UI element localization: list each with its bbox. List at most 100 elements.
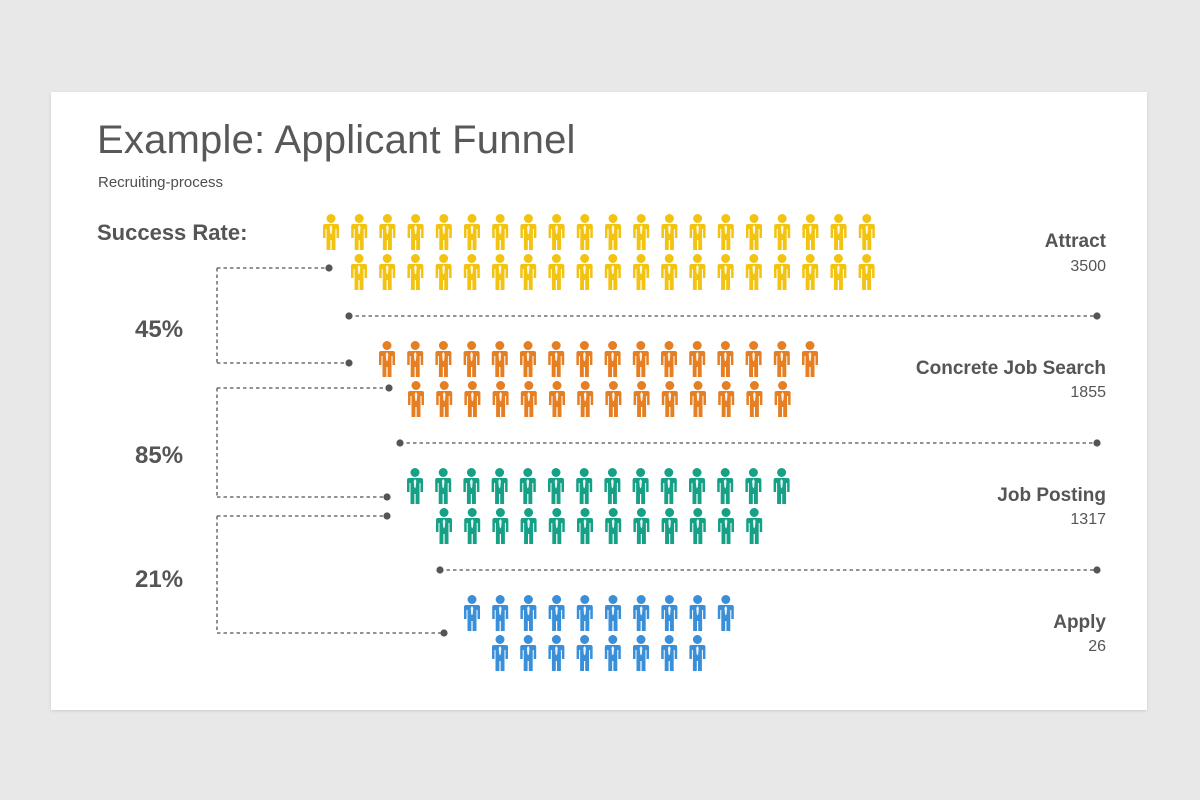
- person-icon-concrete-job-search-row2-3: [464, 381, 481, 417]
- person-icon-attract-row2-2: [379, 254, 396, 290]
- person-icon-job-posting-row2-4: [520, 508, 537, 544]
- connectors: [216, 264, 1101, 637]
- person-icon-attract-row1-4: [407, 214, 424, 250]
- person-icon-attract-row2-6: [492, 254, 508, 290]
- person-icon-job-posting-row1-14: [773, 468, 790, 504]
- stage-count-attract: 3500: [1070, 258, 1106, 275]
- person-icon-apply-row1-9: [689, 595, 706, 631]
- person-icon-concrete-job-search-row1-16: [802, 341, 818, 377]
- person-icon-attract-row1-16: [746, 214, 762, 250]
- bracket-bottom-dot-2: [383, 493, 391, 501]
- bracket-top-dot-2: [385, 384, 393, 392]
- person-icon-job-posting-row2-12: [746, 508, 763, 544]
- separator-end-dot-3: [1093, 566, 1101, 574]
- person-icon-apply-row2-5: [604, 635, 621, 671]
- person-icon-concrete-job-search-row2-12: [718, 381, 735, 417]
- separator-start-dot-1: [345, 312, 353, 320]
- slide: Example: Applicant Funnel Recruiting-pro…: [51, 92, 1147, 710]
- person-icon-job-posting-row2-6: [577, 508, 593, 544]
- person-icon-job-posting-row1-9: [632, 468, 649, 504]
- person-icon-attract-row2-10: [604, 254, 621, 290]
- person-icon-job-posting-row2-11: [718, 508, 734, 544]
- person-icon-job-posting-row1-4: [491, 468, 508, 504]
- person-icon-concrete-job-search-row2-4: [492, 381, 509, 417]
- separator-start-dot-3: [436, 566, 444, 574]
- person-icon-job-posting-row2-5: [548, 508, 565, 544]
- person-icon-apply-row1-10: [717, 595, 734, 631]
- person-icon-attract-row2-18: [830, 254, 847, 290]
- person-icon-concrete-job-search-row1-6: [520, 341, 536, 377]
- person-icon-concrete-job-search-row1-15: [773, 341, 790, 377]
- person-icon-job-posting-row1-10: [660, 468, 677, 504]
- subtitle: Recruiting-process: [98, 174, 224, 191]
- person-icon-concrete-job-search-row2-6: [549, 381, 565, 417]
- person-icon-concrete-job-search-row1-12: [689, 341, 706, 377]
- person-icon-attract-row1-13: [661, 214, 678, 250]
- person-icon-apply-row1-5: [576, 595, 593, 631]
- person-icon-job-posting-row1-3: [463, 468, 480, 504]
- person-icon-attract-row2-9: [576, 254, 593, 290]
- person-icon-attract-row1-17: [774, 214, 791, 250]
- person-icon-job-posting-row2-3: [492, 508, 509, 544]
- stage-count-job-posting: 1317: [1070, 511, 1106, 528]
- stage-count-apply: 26: [1088, 638, 1106, 655]
- person-icon-attract-row1-1: [323, 214, 339, 250]
- person-icon-concrete-job-search-row1-5: [491, 341, 508, 377]
- bracket-bottom-dot-1: [345, 359, 353, 367]
- person-icon-apply-row2-7: [661, 635, 678, 671]
- person-icon-apply-row1-2: [492, 595, 509, 631]
- person-icon-apply-row1-4: [548, 595, 565, 631]
- person-icon-attract-row2-3: [407, 254, 424, 290]
- person-icon-concrete-job-search-row1-14: [745, 341, 762, 377]
- person-icon-attract-row1-12: [633, 214, 650, 250]
- person-icon-job-posting-row1-8: [604, 468, 621, 504]
- separator-end-dot-1: [1093, 312, 1101, 320]
- person-icon-concrete-job-search-row2-5: [520, 381, 537, 417]
- person-icon-attract-row2-16: [774, 254, 790, 290]
- person-icon-attract-row1-11: [605, 214, 621, 250]
- person-icon-attract-row1-5: [435, 214, 452, 250]
- person-icon-job-posting-row1-7: [576, 468, 593, 504]
- person-icon-concrete-job-search-row1-13: [717, 341, 734, 377]
- person-icon-concrete-job-search-row2-11: [690, 381, 706, 417]
- person-icon-concrete-job-search-row2-14: [774, 381, 791, 417]
- person-icon-apply-row2-3: [548, 635, 565, 671]
- person-icon-apply-row1-8: [661, 595, 678, 631]
- person-icon-attract-row1-15: [717, 214, 734, 250]
- person-icon-concrete-job-search-row2-13: [746, 381, 763, 417]
- person-icon-apply-row1-6: [605, 595, 621, 631]
- person-icon-attract-row1-20: [858, 214, 875, 250]
- person-icon-attract-row1-9: [548, 214, 565, 250]
- people-icons: [323, 214, 875, 671]
- person-icon-job-posting-row2-8: [633, 508, 650, 544]
- person-icon-concrete-job-search-row2-8: [605, 381, 622, 417]
- stage-label-concrete-job-search: Concrete Job Search: [915, 358, 1106, 379]
- person-icon-concrete-job-search-row1-7: [548, 341, 565, 377]
- person-icon-job-posting-row1-13: [745, 468, 762, 504]
- stage-count-concrete-job-search: 1855: [1070, 384, 1106, 401]
- person-icon-job-posting-row2-9: [661, 508, 678, 544]
- person-icon-job-posting-row1-2: [435, 468, 452, 504]
- person-icon-job-posting-row1-5: [519, 468, 536, 504]
- person-icon-job-posting-row1-6: [548, 468, 564, 504]
- success-rate-search-to-posting: 85%: [135, 442, 184, 469]
- person-icon-job-posting-row1-1: [407, 468, 423, 504]
- stage-label-attract: Attract: [1044, 231, 1106, 252]
- person-icon-apply-row2-2: [520, 635, 537, 671]
- person-icon-apply-row1-1: [464, 595, 480, 631]
- person-icon-apply-row2-4: [576, 635, 593, 671]
- person-icon-attract-row1-7: [492, 214, 509, 250]
- person-icon-attract-row1-2: [351, 214, 368, 250]
- person-icon-concrete-job-search-row1-10: [632, 341, 649, 377]
- person-icon-concrete-job-search-row2-1: [408, 381, 424, 417]
- person-icon-attract-row2-15: [745, 254, 762, 290]
- person-icon-attract-row2-7: [520, 254, 537, 290]
- person-icon-job-posting-row2-7: [605, 508, 622, 544]
- person-icon-job-posting-row2-1: [436, 508, 452, 544]
- person-icon-concrete-job-search-row1-8: [576, 341, 593, 377]
- person-icon-attract-row2-1: [351, 254, 367, 290]
- person-icon-concrete-job-search-row1-1: [379, 341, 395, 377]
- page-title: Example: Applicant Funnel: [97, 118, 576, 162]
- success-rate-heading: Success Rate:: [97, 220, 248, 245]
- person-icon-attract-row2-14: [717, 254, 734, 290]
